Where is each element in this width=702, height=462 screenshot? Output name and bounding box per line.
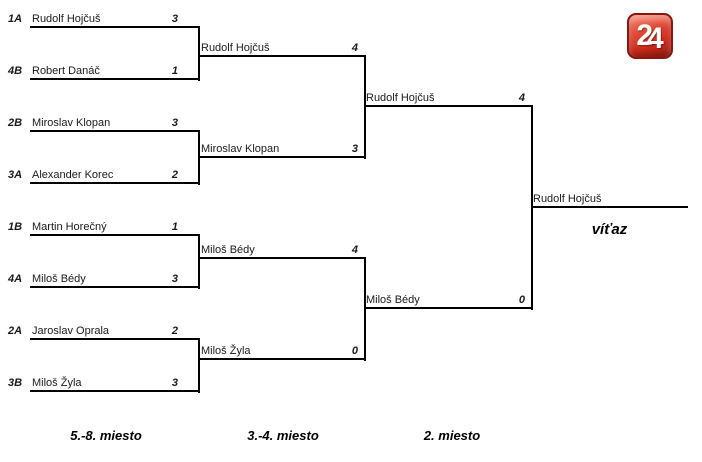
champion-slot: Rudolf Hojčuš	[531, 190, 688, 208]
match-score: 3	[171, 273, 178, 285]
player-name: Miloš Žyla	[32, 377, 82, 389]
bracket-connector-line	[198, 130, 200, 185]
bracket-connector-line	[198, 338, 200, 393]
player-name: Rudolf Hojčuš	[32, 13, 101, 25]
champion-name: Rudolf Hojčuš	[533, 193, 602, 205]
player-name: Miloš Bédy	[366, 294, 420, 306]
match-score: 3	[171, 13, 178, 25]
seed-label: 4A	[8, 273, 23, 285]
qf1-player-bottom: 4B Robert Danáč 1	[8, 62, 200, 80]
match-score: 2	[171, 325, 178, 337]
winner-caption: víťaz	[591, 221, 628, 238]
player-name: Martin Horečný	[32, 221, 107, 233]
seed-label: 4B	[8, 65, 23, 77]
place-label-2: 2. miesto	[423, 428, 481, 443]
seed-label: 2A	[8, 325, 23, 337]
tv24-logo: 2 4	[627, 13, 673, 59]
match-score: 3	[171, 377, 178, 389]
seed-label: 1A	[8, 13, 23, 25]
qf1-player-top: 1A Rudolf Hojčuš 3	[8, 10, 200, 28]
sf2-player-top: Miloš Bédy 4	[199, 241, 366, 259]
bracket-connector-line	[198, 234, 200, 289]
player-name: Alexander Korec	[32, 169, 114, 181]
qf2-player-bottom: 3A Alexander Korec 2	[8, 166, 200, 184]
seed-label: 1B	[8, 221, 23, 233]
final-player-top: Rudolf Hojčuš 4	[364, 89, 533, 107]
qf2-player-top: 2B Miroslav Klopan 3	[8, 114, 200, 132]
qf3-player-top: 1B Martin Horečný 1	[8, 218, 200, 236]
player-name: Rudolf Hojčuš	[366, 92, 435, 104]
sf2-player-bottom: Miloš Žyla 0	[199, 342, 366, 360]
qf4-player-bottom: 3B Miloš Žyla 3	[8, 374, 200, 392]
sf1-player-top: Rudolf Hojčuš 4	[199, 39, 366, 57]
bracket-connector-line	[531, 105, 533, 310]
player-name: Miloš Žyla	[201, 345, 251, 357]
match-score: 3	[171, 117, 178, 129]
seed-label: 3B	[8, 377, 23, 389]
qf4-player-top: 2A Jaroslav Oprala 2	[8, 322, 200, 340]
match-score: 0	[518, 294, 525, 306]
bracket-connector-line	[364, 55, 366, 159]
sf1-player-bottom: Miroslav Klopan 3	[199, 140, 366, 158]
match-score: 4	[351, 244, 358, 256]
player-name: Jaroslav Oprala	[32, 325, 110, 337]
seed-label: 2B	[8, 117, 23, 129]
match-score: 0	[351, 345, 358, 357]
match-score: 4	[351, 42, 358, 54]
player-name: Miroslav Klopan	[32, 117, 111, 129]
place-label-5-8: 5.-8. miesto	[70, 428, 142, 443]
player-name: Robert Danáč	[32, 65, 100, 77]
qf3-player-bottom: 4A Miloš Bédy 3	[8, 270, 200, 288]
place-label-3-4: 3.-4. miesto	[247, 428, 319, 443]
player-name: Miloš Bédy	[32, 273, 86, 285]
player-name: Rudolf Hojčuš	[201, 42, 270, 54]
player-name: Miroslav Klopan	[201, 143, 280, 155]
match-score: 4	[518, 92, 525, 104]
player-name: Miloš Bédy	[201, 244, 255, 256]
match-score: 2	[171, 169, 178, 181]
logo-digit-4: 4	[647, 22, 664, 55]
match-score: 1	[171, 221, 178, 233]
seed-label: 3A	[8, 169, 23, 181]
final-player-bottom: Miloš Bédy 0	[364, 291, 533, 309]
match-score: 3	[351, 143, 358, 155]
logo-digit-2: 2	[636, 19, 653, 52]
match-score: 1	[171, 65, 178, 77]
bracket-connector-line	[364, 257, 366, 361]
bracket-connector-line	[198, 26, 200, 81]
